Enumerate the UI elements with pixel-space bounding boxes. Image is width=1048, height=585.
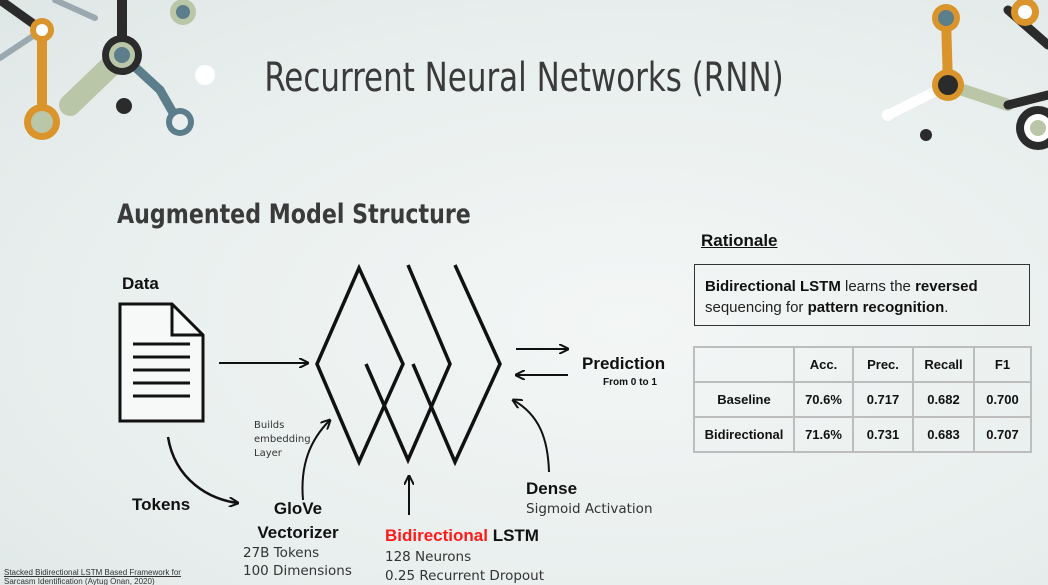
tokens-curve-arrow (166, 436, 238, 503)
table-row: Bidirectional 71.6% 0.731 0.683 0.707 (693, 416, 1032, 453)
table-cell: Baseline (693, 381, 795, 418)
table-header-cell: Acc. (793, 346, 854, 383)
citation-footnote[interactable]: Stacked Bidirectional LSTM Based Framewo… (4, 568, 181, 585)
rationale-box: Bidirectional LSTM learns the reversed s… (694, 264, 1030, 326)
section-subtitle: Augmented Model Structure (117, 199, 471, 230)
lstm-title-highlight: Bidirectional (385, 526, 488, 545)
lstm-layers-icon (315, 263, 502, 467)
table-cell: 70.6% (793, 381, 854, 418)
rationale-heading: Rationale (701, 231, 778, 250)
prediction-detail: From 0 to 1 (603, 377, 657, 388)
document-icon (118, 302, 205, 423)
lstm-title: Bidirectional LSTM (385, 526, 539, 545)
dense-title: Dense (526, 479, 578, 498)
table-cell: 0.707 (973, 416, 1032, 453)
table-header-row: Acc. Prec. Recall F1 (693, 346, 1032, 383)
results-table: Acc. Prec. Recall F1 Baseline 70.6% 0.71… (693, 346, 1032, 453)
table-cell: 0.717 (852, 381, 914, 418)
table-cell: Bidirectional (693, 416, 795, 453)
table-cell: 0.731 (852, 416, 914, 453)
dense-curve-arrow (513, 400, 550, 473)
table-header-cell (693, 346, 795, 383)
data-label: Data (122, 274, 159, 293)
molecule-decoration-right (882, 0, 1048, 150)
lstm-details: 128 Neurons 0.25 Recurrent Dropout (385, 549, 545, 584)
glove-details: 27B Tokens 100 Dimensions (243, 545, 352, 579)
builds-embedding-label: Builds embedding Layer (254, 420, 311, 459)
table-header-cell: Prec. (852, 346, 914, 383)
tokens-label: Tokens (132, 495, 191, 514)
table-header-cell: F1 (973, 346, 1032, 383)
dense-detail: Sigmoid Activation (526, 501, 653, 517)
table-cell: 71.6% (793, 416, 854, 453)
table-cell: 0.683 (912, 416, 975, 453)
table-header-cell: Recall (912, 346, 975, 383)
table-row: Baseline 70.6% 0.717 0.682 0.700 (693, 381, 1032, 418)
table-cell: 0.682 (912, 381, 975, 418)
table-cell: 0.700 (973, 381, 1032, 418)
page-title: Recurrent Neural Networks (RNN) (264, 55, 784, 101)
molecule-decoration-left (0, 0, 215, 140)
glove-title: GloVe Vectorizer (257, 499, 339, 542)
embedding-curve-arrow (301, 420, 330, 501)
prediction-title: Prediction (582, 354, 666, 373)
